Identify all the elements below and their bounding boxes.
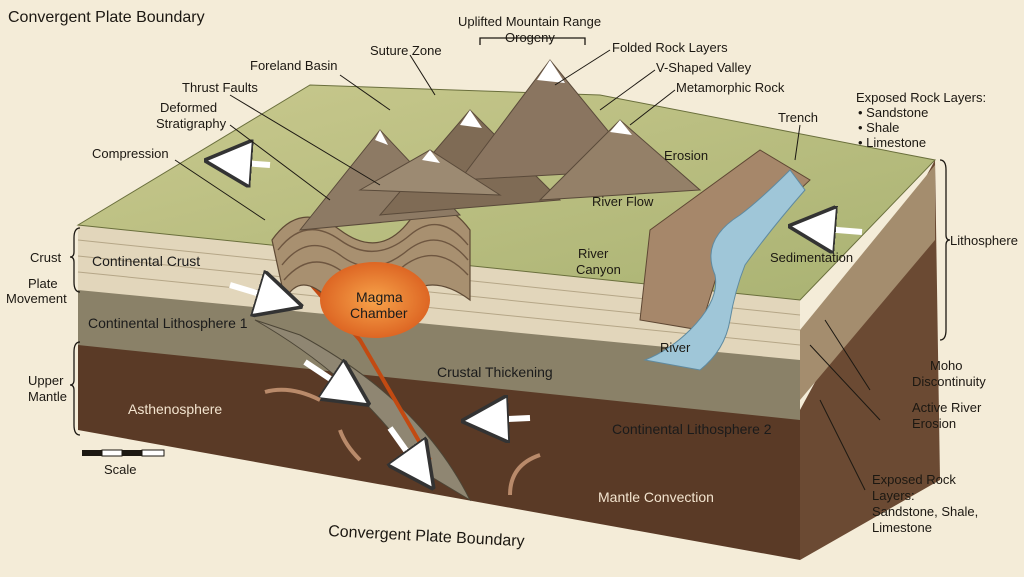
label-continental-litho-2: Continental Lithosphere 2 <box>612 421 772 437</box>
label-continental-litho-1: Continental Lithosphere 1 <box>88 315 248 331</box>
label-lithosphere: Lithosphere <box>950 233 1018 248</box>
label-compression: Compression <box>92 146 169 161</box>
label-exposed-b: Limestone <box>872 520 932 535</box>
label-v-valley: V-Shaped Valley <box>656 60 752 75</box>
label-magma-2: Chamber <box>350 305 408 321</box>
label-sedimentation: Sedimentation <box>770 250 853 265</box>
label-magma-1: Magma <box>356 289 403 305</box>
label-uplifted: Uplifted Mountain Range <box>458 14 601 29</box>
label-crustal-thickening: Crustal Thickening <box>437 364 553 380</box>
label-folded-rock: Folded Rock Layers <box>612 40 728 55</box>
label-active-2: Erosion <box>912 416 956 431</box>
river-channel <box>643 169 806 371</box>
label-exposed-item: • Sandstone <box>858 105 928 120</box>
label-suture-zone: Suture Zone <box>370 43 442 58</box>
label-continental-crust: Continental Crust <box>92 253 200 269</box>
label-thrust-faults: Thrust Faults <box>182 80 258 95</box>
bottom-title: Convergent Plate Boundary <box>328 523 525 550</box>
magma-chamber-shape <box>320 262 430 338</box>
label-plate-2: Movement <box>6 291 67 306</box>
label-crust: Crust <box>30 250 61 265</box>
label-orogeny: Orogeny <box>505 30 555 45</box>
label-deformed-1: Deformed <box>160 100 217 115</box>
label-active-1: Active River <box>912 400 982 415</box>
label-moho-1: Moho <box>930 358 963 373</box>
label-river: River <box>660 340 691 355</box>
label-plate-1: Plate <box>28 276 58 291</box>
label-moho-2: Discontinuity <box>912 374 986 389</box>
label-trench: Trench <box>778 110 818 125</box>
diagram-title: Convergent Plate Boundary <box>8 9 205 26</box>
orogeny-bracket <box>479 37 586 45</box>
label-river-canyon-1: River <box>578 246 609 261</box>
leader-lines <box>174 49 881 491</box>
label-exposed-b: Exposed Rock <box>872 472 956 487</box>
label-exposed-b: Layers: <box>872 488 915 503</box>
label-exposed-title: Exposed Rock Layers: <box>856 90 986 105</box>
scale-bar <box>82 449 165 457</box>
label-river-flow: River Flow <box>592 194 654 209</box>
label-exposed-item: • Limestone <box>858 135 926 150</box>
label-upper-2: Mantle <box>28 389 67 404</box>
label-exposed-item: • Shale <box>858 120 899 135</box>
mountain-range <box>298 59 702 231</box>
label-foreland-basin: Foreland Basin <box>250 58 337 73</box>
scale-label: Scale <box>104 462 137 477</box>
crust-brace <box>69 227 81 293</box>
lithosphere-layer <box>78 285 800 420</box>
label-upper-1: Upper <box>28 373 64 388</box>
lithosphere-brace <box>939 159 951 341</box>
right-face-strata <box>800 165 935 400</box>
label-river-canyon-2: Canyon <box>576 262 621 277</box>
label-erosion: Erosion <box>664 148 708 163</box>
label-deformed-2: Stratigraphy <box>156 116 227 131</box>
label-metamorphic: Metamorphic Rock <box>676 80 785 95</box>
mantle-brace <box>69 341 81 436</box>
movement-arrows <box>228 162 863 496</box>
label-asthenosphere: Asthenosphere <box>128 401 222 417</box>
label-exposed-b: Sandstone, Shale, <box>872 504 978 519</box>
label-mantle-convection: Mantle Convection <box>598 489 714 505</box>
